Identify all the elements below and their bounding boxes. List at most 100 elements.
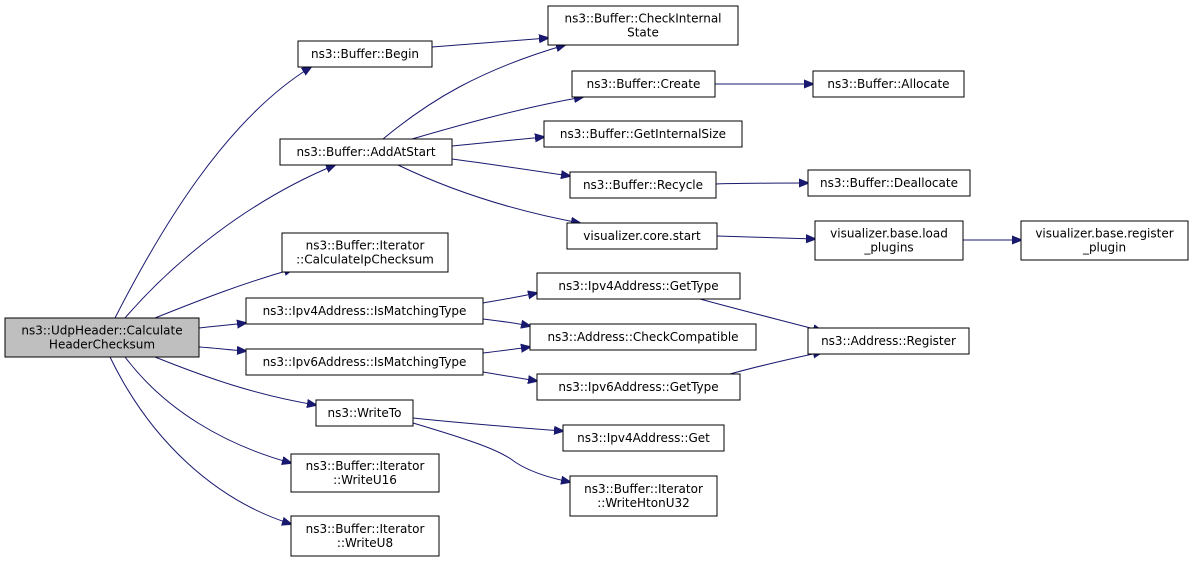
node-writehtonu32[interactable]: ns3::Buffer::Iterator::WriteHtonU32 — [569, 475, 718, 517]
node-label: ::WriteHtonU32 — [597, 496, 690, 510]
node-label: ns3::Buffer::Deallocate — [820, 176, 958, 190]
node-getinternalsize[interactable]: ns3::Buffer::GetInternalSize — [543, 120, 743, 148]
edge-root-to-addatstart — [124, 165, 335, 319]
node-ipv6ismatching[interactable]: ns3::Ipv6Address::IsMatchingType — [245, 348, 484, 376]
node-label: ns3::Buffer::Create — [587, 77, 701, 91]
node-label: ns3::UdpHeader::Calculate — [21, 324, 182, 338]
node-ipv6gettype[interactable]: ns3::Ipv6Address::GetType — [536, 373, 741, 401]
node-label: visualizer.core.start — [583, 229, 701, 243]
node-addatstart[interactable]: ns3::Buffer::AddAtStart — [279, 138, 453, 166]
node-box — [245, 297, 484, 325]
node-writeto[interactable]: ns3::WriteTo — [315, 399, 414, 427]
edge-ipv6ismatching-to-checkcompatible — [482, 347, 530, 354]
node-label: _plugins — [863, 241, 913, 255]
node-loadplugins[interactable]: visualizer.base.load_plugins — [814, 220, 964, 261]
edge-corestart-to-loadplugins — [716, 236, 815, 239]
node-box — [536, 272, 741, 300]
edge-ipv4ismatching-to-checkcompatible — [482, 318, 530, 326]
edge-writeto-to-writehtonu32 — [412, 422, 570, 482]
node-create[interactable]: ns3::Buffer::Create — [571, 70, 716, 98]
edge-root-to-writeto — [154, 356, 316, 405]
node-box — [290, 515, 440, 557]
edge-root-to-calcipchecksum — [154, 269, 293, 319]
node-label: ns3::Ipv4Address::Get — [577, 431, 710, 445]
node-label: ns3::Buffer::Iterator — [584, 482, 703, 496]
edge-root-to-begin — [114, 67, 311, 319]
edge-recycle-to-deallocate — [715, 183, 808, 184]
node-register[interactable]: ns3::Address::Register — [807, 327, 970, 355]
edge-ipv4ismatching-to-ipv4gettype — [482, 293, 537, 304]
node-ipv4get[interactable]: ns3::Ipv4Address::Get — [562, 424, 725, 452]
edge-writeto-to-ipv4get — [412, 417, 563, 431]
node-begin[interactable]: ns3::Buffer::Begin — [297, 40, 433, 68]
node-box — [245, 348, 484, 376]
node-label: ns3::Buffer::Begin — [311, 47, 419, 61]
node-label: ns3::Buffer::CheckInternal — [564, 12, 721, 26]
node-deallocate[interactable]: ns3::Buffer::Deallocate — [807, 169, 971, 197]
node-writeu8[interactable]: ns3::Buffer::Iterator::WriteU8 — [290, 515, 440, 557]
node-box — [569, 171, 717, 199]
node-label: State — [627, 26, 659, 40]
node-box — [547, 5, 739, 46]
edge-addatstart-to-recycle — [451, 158, 570, 176]
node-label: ::CalculateIpChecksum — [296, 253, 434, 267]
edge-ipv4gettype-to-register — [699, 298, 822, 331]
edge-root-to-writeu8 — [109, 356, 291, 524]
node-box — [562, 424, 725, 452]
node-corestart[interactable]: visualizer.core.start — [566, 222, 718, 250]
node-label: ns3::Buffer::Iterator — [306, 459, 425, 473]
node-label: ns3::Ipv6Address::IsMatchingType — [263, 355, 467, 369]
node-label: ns3::Address::Register — [821, 334, 956, 348]
node-label: ns3::Address::CheckCompatible — [547, 330, 738, 344]
edge-ipv6ismatching-to-ipv6gettype — [482, 371, 537, 381]
node-label: ns3::WriteTo — [328, 406, 402, 420]
node-checkcompatible[interactable]: ns3::Address::CheckCompatible — [529, 323, 757, 351]
edges-layer — [109, 38, 1021, 524]
edge-root-to-ipv6ismatching — [198, 347, 246, 351]
node-label: _plugin — [1082, 241, 1126, 255]
node-registerplugin[interactable]: visualizer.base.register_plugin — [1020, 220, 1189, 261]
node-label: ns3::Buffer::Iterator — [306, 522, 425, 536]
edge-root-to-writeu16 — [124, 356, 291, 463]
node-writeu16[interactable]: ns3::Buffer::Iterator::WriteU16 — [290, 453, 440, 493]
node-box — [571, 70, 716, 98]
node-box — [807, 169, 971, 197]
node-label: ns3::Buffer::Allocate — [827, 77, 949, 91]
node-box — [807, 327, 970, 355]
edge-addatstart-to-getinternalsize — [451, 137, 544, 147]
edge-addatstart-to-create — [411, 97, 583, 140]
node-box — [569, 475, 718, 517]
node-recycle[interactable]: ns3::Buffer::Recycle — [569, 171, 717, 199]
node-label: visualizer.base.register — [1035, 227, 1173, 241]
node-label: ns3::Buffer::Iterator — [306, 239, 425, 253]
edge-root-to-ipv4ismatching — [198, 323, 246, 328]
node-label: HeaderChecksum — [49, 338, 155, 352]
node-label: ns3::Buffer::GetInternalSize — [560, 127, 726, 141]
node-box — [812, 70, 965, 98]
node-box — [543, 120, 743, 148]
node-ipv4gettype[interactable]: ns3::Ipv4Address::GetType — [536, 272, 741, 300]
node-box — [1020, 220, 1189, 261]
node-box — [566, 222, 718, 250]
edge-begin-to-checkinternal — [431, 38, 548, 48]
node-ipv4ismatching[interactable]: ns3::Ipv4Address::IsMatchingType — [245, 297, 484, 325]
edge-addatstart-to-corestart — [397, 164, 580, 223]
node-box — [290, 453, 440, 493]
nodes-layer: ns3::UdpHeader::CalculateHeaderChecksumn… — [4, 5, 1189, 557]
node-allocate[interactable]: ns3::Buffer::Allocate — [812, 70, 965, 98]
node-box — [814, 220, 964, 261]
node-box — [536, 373, 741, 401]
node-box — [4, 317, 200, 358]
node-label: ns3::Ipv4Address::IsMatchingType — [263, 304, 467, 318]
node-box — [315, 399, 414, 427]
node-label: ns3::Ipv4Address::GetType — [558, 279, 718, 293]
node-box — [279, 138, 453, 166]
node-label: ns3::Ipv6Address::GetType — [558, 380, 718, 394]
edge-addatstart-to-checkinternal — [382, 45, 565, 140]
node-box — [297, 40, 433, 68]
node-box — [281, 232, 449, 273]
node-calcipchecksum[interactable]: ns3::Buffer::Iterator::CalculateIpChecks… — [281, 232, 449, 273]
